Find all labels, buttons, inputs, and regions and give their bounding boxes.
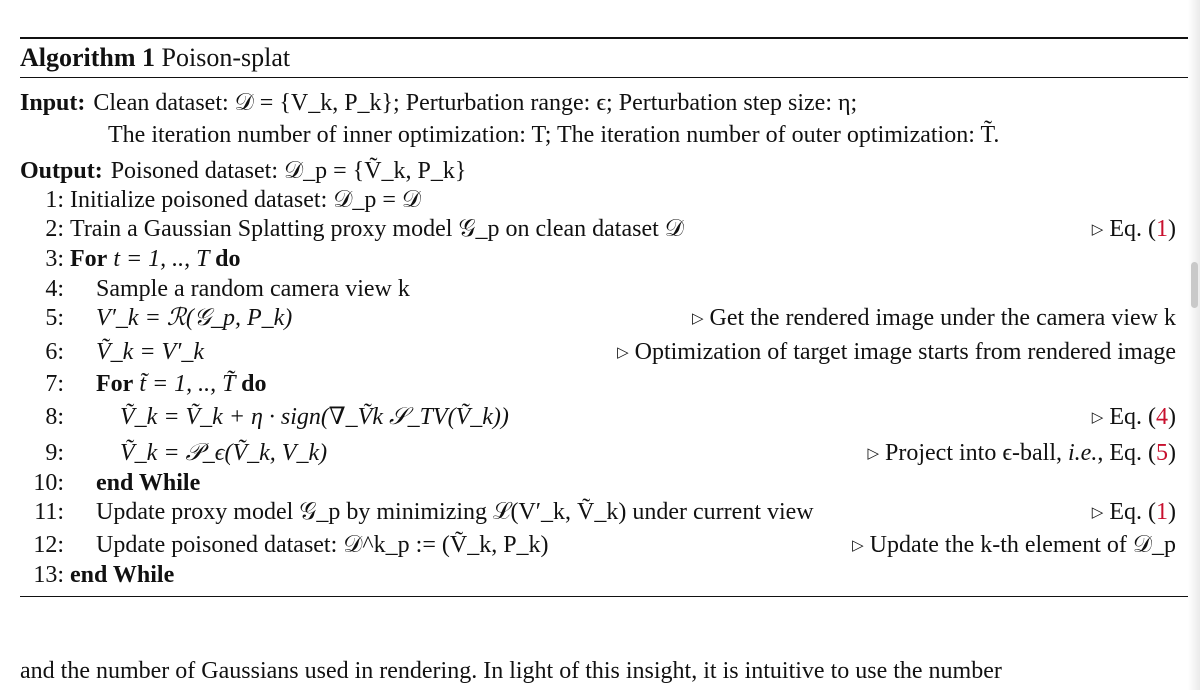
input-line-1: Input: Clean dataset: 𝒟 = {V_k, P_k}; Per…: [20, 88, 1176, 118]
input-line-2: The iteration number of inner optimizati…: [20, 120, 1176, 150]
output-label: Output:: [20, 158, 103, 184]
step-number: 3: [20, 244, 64, 274]
output-text: Poisoned dataset: 𝒟_p = {Ṽ_k, P_k}: [110, 158, 467, 184]
step-comment: ▷ Eq. (1): [1092, 497, 1176, 530]
step-number: 6: [20, 337, 64, 367]
keyword: end While: [70, 562, 175, 588]
input-text-2: The iteration number of inner optimizati…: [108, 122, 1000, 148]
math-expression: t̃ = 1, .., T̃: [133, 371, 242, 397]
comment-marker-icon: ▷: [867, 446, 879, 462]
scrollbar-track[interactable]: [1188, 0, 1200, 690]
step-comment: ▷ Eq. (4): [1092, 402, 1176, 435]
scrollbar-thumb[interactable]: [1191, 262, 1198, 308]
keyword: do: [215, 246, 241, 272]
step-text: For t = 1, .., T do: [70, 244, 240, 274]
algorithm-header-rule: [20, 77, 1188, 78]
step-number: 5: [20, 303, 64, 333]
step-line: 11 Update proxy model 𝒢_p by minimizing …: [20, 497, 1176, 527]
comment-marker-icon: ▷: [692, 311, 704, 327]
step-comment: ▷ Update the k-th element of 𝒟_p: [852, 530, 1176, 563]
keyword: end While: [96, 470, 201, 496]
step-number: 10: [20, 468, 64, 498]
comment-text: Get the rendered image under the camera …: [709, 305, 1176, 331]
step-number: 12: [20, 530, 64, 560]
comment-marker-icon: ▷: [1091, 505, 1104, 521]
step-line: 13 end While: [20, 560, 1176, 590]
step-comment: ▷ Eq. (1): [1092, 214, 1176, 247]
step-text: Train a Gaussian Splatting proxy model 𝒢…: [70, 216, 684, 242]
step-line: 7 For t̃ = 1, .., T̃ do: [20, 369, 1176, 399]
keyword: For: [70, 246, 108, 272]
step-comment: ▷ Optimization of target image starts fro…: [617, 337, 1176, 370]
keyword: do: [241, 371, 267, 397]
algorithm-title: Algorithm 1 Poison-splat: [20, 41, 290, 75]
step-text: V′_k = ℛ(𝒢_p, P_k): [96, 305, 293, 331]
step-text: Ṽ_k = V′_k: [96, 339, 205, 365]
comment-text: Eq. (1): [1109, 499, 1176, 525]
keyword: For: [96, 371, 134, 397]
comment-text: i.e.: [1068, 440, 1098, 466]
algorithm-bottom-rule: [20, 596, 1188, 597]
step-line: 8 Ṽ_k = Ṽ_k + η · sign(∇_Ṽk 𝒮_TV(Ṽ_k)) ▷…: [20, 402, 1176, 432]
comment-text: , Eq. (5): [1097, 440, 1176, 466]
comment-text: Eq. (4): [1109, 404, 1176, 430]
step-text: Initialize poisoned dataset: 𝒟_p = 𝒟: [70, 187, 422, 213]
step-number: 1: [20, 185, 64, 215]
step-text: Ṽ_k = 𝒫_ϵ(Ṽ_k, V_k): [120, 440, 328, 466]
algorithm-title-name: Poison-splat: [161, 43, 291, 72]
step-line: 1 Initialize poisoned dataset: 𝒟_p = 𝒟: [20, 185, 1176, 215]
math-expression: t = 1, .., T: [107, 246, 216, 272]
step-number: 13: [20, 560, 64, 590]
step-number: 8: [20, 402, 64, 432]
step-comment: ▷ Get the rendered image under the camera…: [692, 303, 1176, 336]
step-line: 12 Update poisoned dataset: 𝒟^k_p := (Ṽ_…: [20, 530, 1176, 560]
step-number: 2: [20, 214, 64, 244]
step-text: For t̃ = 1, .., T̃ do: [96, 369, 266, 399]
step-line: 3 For t = 1, .., T do: [20, 244, 1176, 274]
step-number: 7: [20, 369, 64, 399]
step-number: 9: [20, 438, 64, 468]
step-line: 9 Ṽ_k = 𝒫_ϵ(Ṽ_k, V_k) ▷ Project into ϵ-ba…: [20, 438, 1176, 468]
step-text: Update poisoned dataset: 𝒟^k_p := (Ṽ_k, …: [96, 532, 549, 558]
comment-text: Eq. (1): [1109, 216, 1176, 242]
comment-text: Optimization of target image starts from…: [634, 339, 1176, 365]
comment-marker-icon: ▷: [617, 345, 629, 361]
comment-marker-icon: ▷: [1091, 222, 1104, 238]
step-number: 4: [20, 274, 64, 304]
input-label: Input:: [20, 90, 86, 116]
step-line: 5 V′_k = ℛ(𝒢_p, P_k) ▷ Get the rendered i…: [20, 303, 1176, 333]
step-text: Ṽ_k = Ṽ_k + η · sign(∇_Ṽk 𝒮_TV(Ṽ_k)): [120, 404, 509, 430]
step-line: 2 Train a Gaussian Splatting proxy model…: [20, 214, 1176, 244]
input-text-1: Clean dataset: 𝒟 = {V_k, P_k}; Perturbat…: [93, 90, 858, 116]
comment-marker-icon: ▷: [1091, 410, 1104, 426]
step-line: 10 end While: [20, 468, 1176, 498]
output-line: Output: Poisoned dataset: 𝒟_p = {Ṽ_k, P_k…: [20, 156, 1176, 186]
step-line: 6 Ṽ_k = V′_k ▷ Optimization of target ima…: [20, 337, 1176, 367]
step-text: Sample a random camera view k: [96, 276, 410, 302]
algorithm-title-label: Algorithm 1: [20, 43, 156, 72]
step-text: Update proxy model 𝒢_p by minimizing ℒ(V…: [96, 499, 814, 525]
paper-body-text: and the number of Gaussians used in rend…: [20, 658, 1002, 684]
step-number: 11: [20, 497, 64, 527]
step-comment: ▷ Project into ϵ-ball, i.e., Eq. (5): [867, 438, 1176, 471]
comment-text: Project into ϵ-ball,: [885, 440, 1069, 466]
comment-marker-icon: ▷: [852, 538, 864, 554]
step-line: 4 Sample a random camera view k: [20, 274, 1176, 304]
algorithm-top-rule: [20, 37, 1188, 39]
comment-text: Update the k-th element of 𝒟_p: [869, 532, 1176, 558]
